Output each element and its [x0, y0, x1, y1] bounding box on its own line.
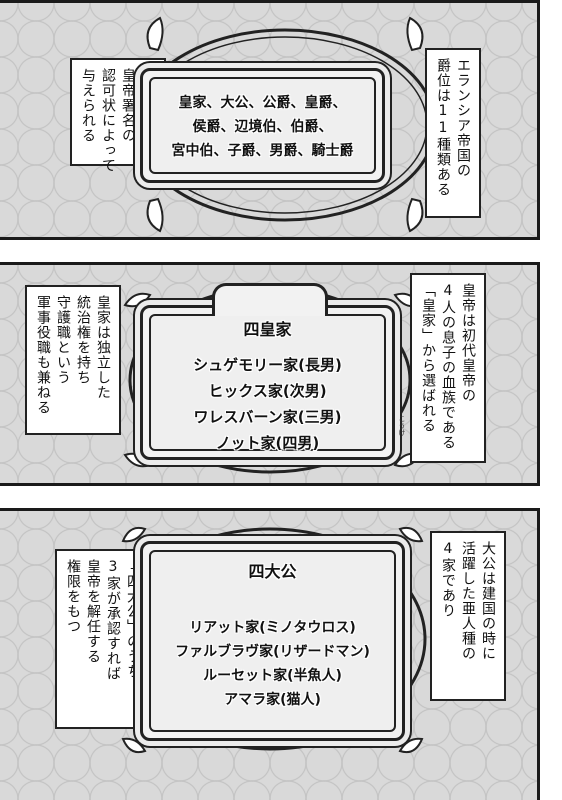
panel-ranks: この地位は 皇帝署名の 認可状によって 与えられる 皇家、大公、公爵、皇爵、 侯…	[0, 0, 540, 240]
rank-plaque: 皇家、大公、公爵、皇爵、 侯爵、辺境伯、伯爵、 宮中伯、子爵、男爵、騎士爵	[140, 68, 385, 183]
house-plaque: 四皇家 シュゲモリー家(長男) ヒックス家(次男) ワレスバーン家(三男) ノッ…	[140, 305, 395, 460]
plaque-tab	[212, 283, 328, 316]
caption-box-right: 皇帝は初代皇帝の 4人の息子の血族である 「皇家」から選ばれる	[410, 273, 486, 463]
plaque-line: アマラ家(猫人)	[224, 692, 321, 708]
plaque-line: ヒックス家(次男)	[208, 382, 327, 400]
plaque-inner-border	[149, 550, 396, 732]
plaque-line: ノット家(四男)	[215, 434, 320, 452]
plaque-line: リアット家(ミノタウロス)	[189, 620, 356, 636]
plaque-title: 四皇家	[243, 320, 292, 339]
caption-box-left: 「四大公」のうち 3家が承認すれば 皇帝を解任する 権限をもつ	[55, 549, 151, 729]
archduke-plaque: 四大公 リアット家(ミノタウロス) ファルブラヴ家(リザードマン) ルーセット家…	[140, 541, 405, 741]
panel-four-imperial-houses: 皇家は独立した 統治権を持ち 守護職という 軍事役職も兼ねる 四皇家 シュゲモリ…	[0, 262, 540, 486]
panel-four-archdukes: 「四大公」のうち 3家が承認すれば 皇帝を解任する 権限をもつ 四大公 リアット…	[0, 508, 540, 800]
plaque-title: 四大公	[248, 562, 297, 581]
plaque-line: 侯爵、辺境伯、伯爵、	[192, 119, 333, 135]
plaque-line: 宮中伯、子爵、男爵、騎士爵	[171, 143, 354, 159]
caption-box-left: 皇家は独立した 統治権を持ち 守護職という 軍事役職も兼ねる	[25, 285, 121, 435]
plaque-line: ファルブラヴ家(リザードマン)	[175, 644, 370, 660]
caption-box-right: エランシア帝国の 爵位は11種類ある	[425, 48, 481, 218]
plaque-line: シュゲモリー家(長男)	[193, 356, 342, 374]
caption-box-right: 大公は建国の時に 活躍した亜人種の 4家であり	[430, 531, 506, 701]
plaque-line: ルーセット家(半魚人)	[203, 668, 342, 684]
ruby-text: こうけ	[398, 415, 406, 436]
plaque-inner-border	[149, 77, 376, 174]
plaque-line: ワレスバーン家(三男)	[193, 408, 342, 426]
plaque-line: 皇家、大公、公爵、皇爵、	[178, 95, 347, 111]
